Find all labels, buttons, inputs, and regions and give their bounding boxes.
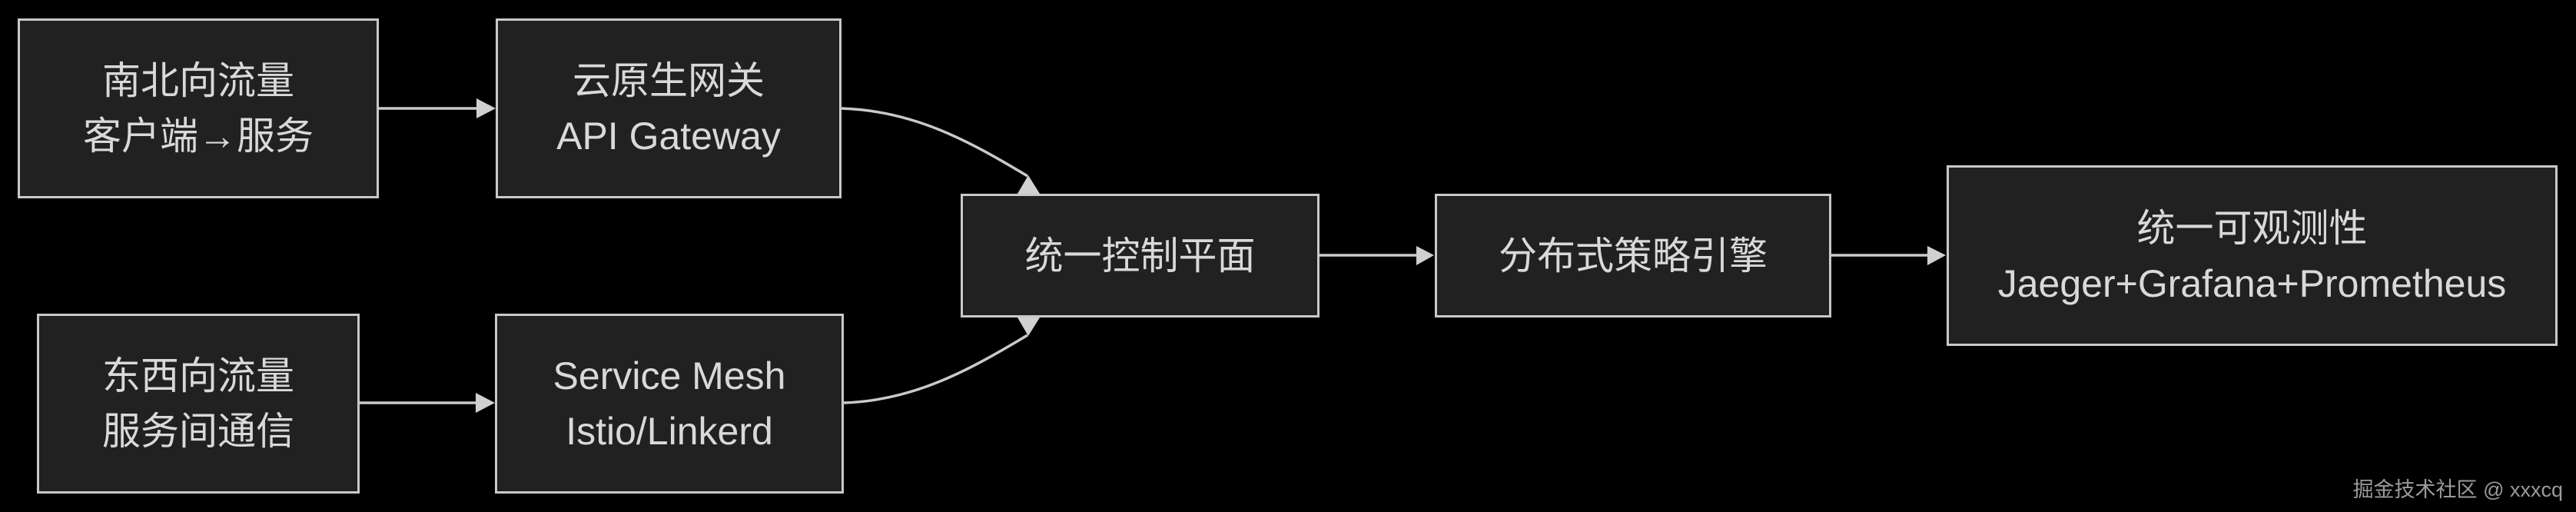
node-label: 统一控制平面 [1024, 234, 1256, 278]
node-label: 东西向流量 [102, 354, 294, 397]
node-label: 云原生网关 [573, 59, 765, 102]
arrowhead-api-gateway [476, 98, 496, 118]
node-control-plane: 统一控制平面 [961, 194, 1320, 318]
node-label: 南北向流量 [102, 59, 294, 102]
node-api-gateway: 云原生网关 API Gateway [496, 18, 842, 198]
edge-api-gateway-to-control-plane [841, 107, 1028, 178]
node-label: 统一可观测性 [2136, 206, 2368, 250]
node-east-west-traffic: 东西向流量 服务间通信 [37, 314, 360, 494]
watermark: 掘金技术社区 @ xxxcq [2352, 478, 2563, 501]
node-sublabel: Jaeger+Grafana+Prometheus [1997, 261, 2507, 305]
node-sublabel: API Gateway [556, 115, 781, 158]
arrowhead-control-plane-bottom [1017, 318, 1040, 336]
edge-service-mesh-to-control-plane [843, 334, 1028, 404]
arrowhead-observability [1927, 246, 1946, 265]
node-north-south-traffic: 南北向流量 客户端→服务 [18, 18, 379, 198]
node-sublabel: 服务间通信 [102, 410, 294, 453]
node-label: 分布式策略引擎 [1499, 234, 1768, 278]
node-service-mesh: Service Mesh Istio/Linkerd [495, 314, 844, 494]
node-observability: 统一可观测性 Jaeger+Grafana+Prometheus [1947, 165, 2558, 346]
node-policy-engine: 分布式策略引擎 [1435, 194, 1831, 318]
arrowhead-service-mesh [476, 393, 495, 413]
node-sublabel: 客户端→服务 [83, 115, 314, 158]
arrowhead-policy-engine [1416, 246, 1434, 265]
node-sublabel: Istio/Linkerd [566, 410, 773, 453]
node-label: Service Mesh [553, 354, 786, 397]
arrowhead-control-plane-top [1017, 175, 1040, 194]
